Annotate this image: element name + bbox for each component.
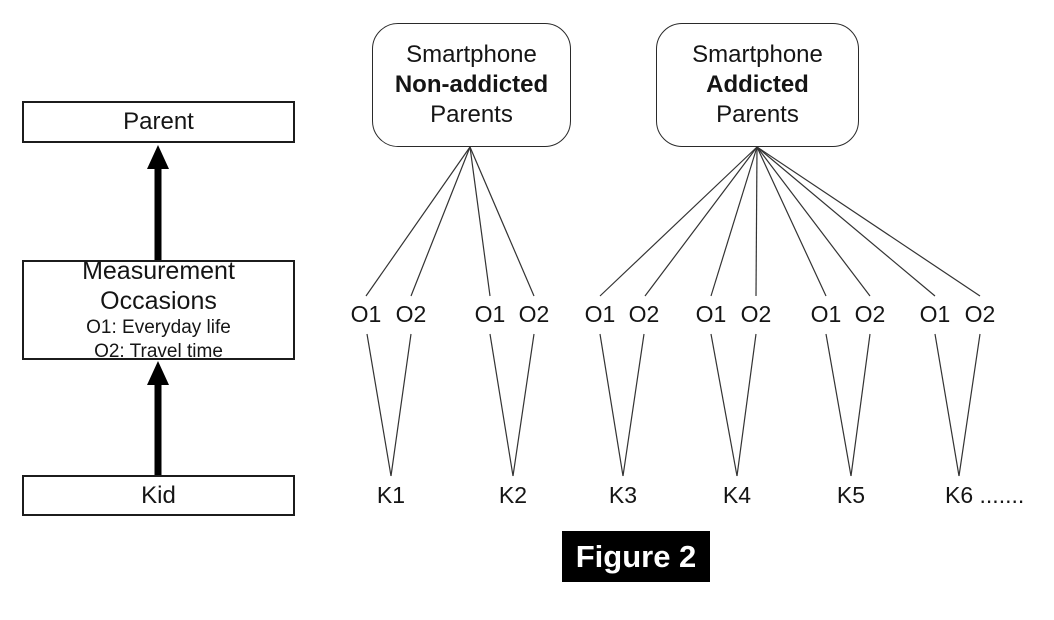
measurement-o2-description: O2: Travel time [94, 341, 223, 362]
kid-box-label: Kid [141, 481, 176, 509]
occasion-label-k5-o2: O2 [854, 301, 886, 327]
measurement-occasions-title: Measurement Occasions [82, 257, 235, 315]
occasion-label-k6-o1: O1 [919, 301, 951, 327]
parent-box-label: Parent [123, 108, 194, 135]
addicted-line3: Parents [716, 101, 799, 128]
kid-label-k1: K1 [376, 482, 406, 508]
measurement-occasions-box: Measurement Occasions O1: Everyday life … [22, 257, 295, 362]
kid-label-k3: K3 [608, 482, 638, 508]
non-addicted-line3: Parents [430, 101, 513, 128]
kid-box: Kid [22, 475, 295, 516]
flow-arrow-measurement-to-parent [147, 145, 169, 260]
non-addicted-line1: Smartphone [406, 41, 537, 68]
non-addicted-fan-lines [365, 146, 535, 297]
occasion-label-k4-o2: O2 [740, 301, 772, 327]
kid-converge-lines [366, 333, 981, 477]
non-addicted-parents-box: Smartphone Non-addicted Parents [372, 23, 571, 147]
non-addicted-line2: Non-addicted [394, 71, 549, 98]
addicted-parents-box: Smartphone Addicted Parents [656, 23, 859, 147]
flow-arrow-kid-to-measurement [147, 361, 169, 475]
occasion-label-k1-o1: O1 [350, 301, 382, 327]
occasion-label-k1-o2: O2 [395, 301, 427, 327]
occasion-label-k4-o1: O1 [695, 301, 727, 327]
occasion-label-k2-o2: O2 [518, 301, 550, 327]
addicted-fan-lines [599, 146, 981, 297]
kid-label-k5: K5 [836, 482, 866, 508]
occasion-label-k3-o1: O1 [584, 301, 616, 327]
kid-label-k4: K4 [722, 482, 752, 508]
addicted-line1: Smartphone [692, 41, 823, 68]
figure-caption: Figure 2 [562, 531, 710, 582]
kid-label-k6: K6 ....... [945, 482, 1025, 508]
kid-label-k2: K2 [498, 482, 528, 508]
occasion-label-k5-o1: O1 [810, 301, 842, 327]
addicted-line2: Addicted [706, 71, 809, 98]
occasion-label-k2-o1: O1 [474, 301, 506, 327]
occasion-label-k3-o2: O2 [628, 301, 660, 327]
occasion-label-k6-o2: O2 [964, 301, 996, 327]
parent-box: Parent [22, 101, 295, 143]
measurement-o1-description: O1: Everyday life [86, 317, 231, 338]
